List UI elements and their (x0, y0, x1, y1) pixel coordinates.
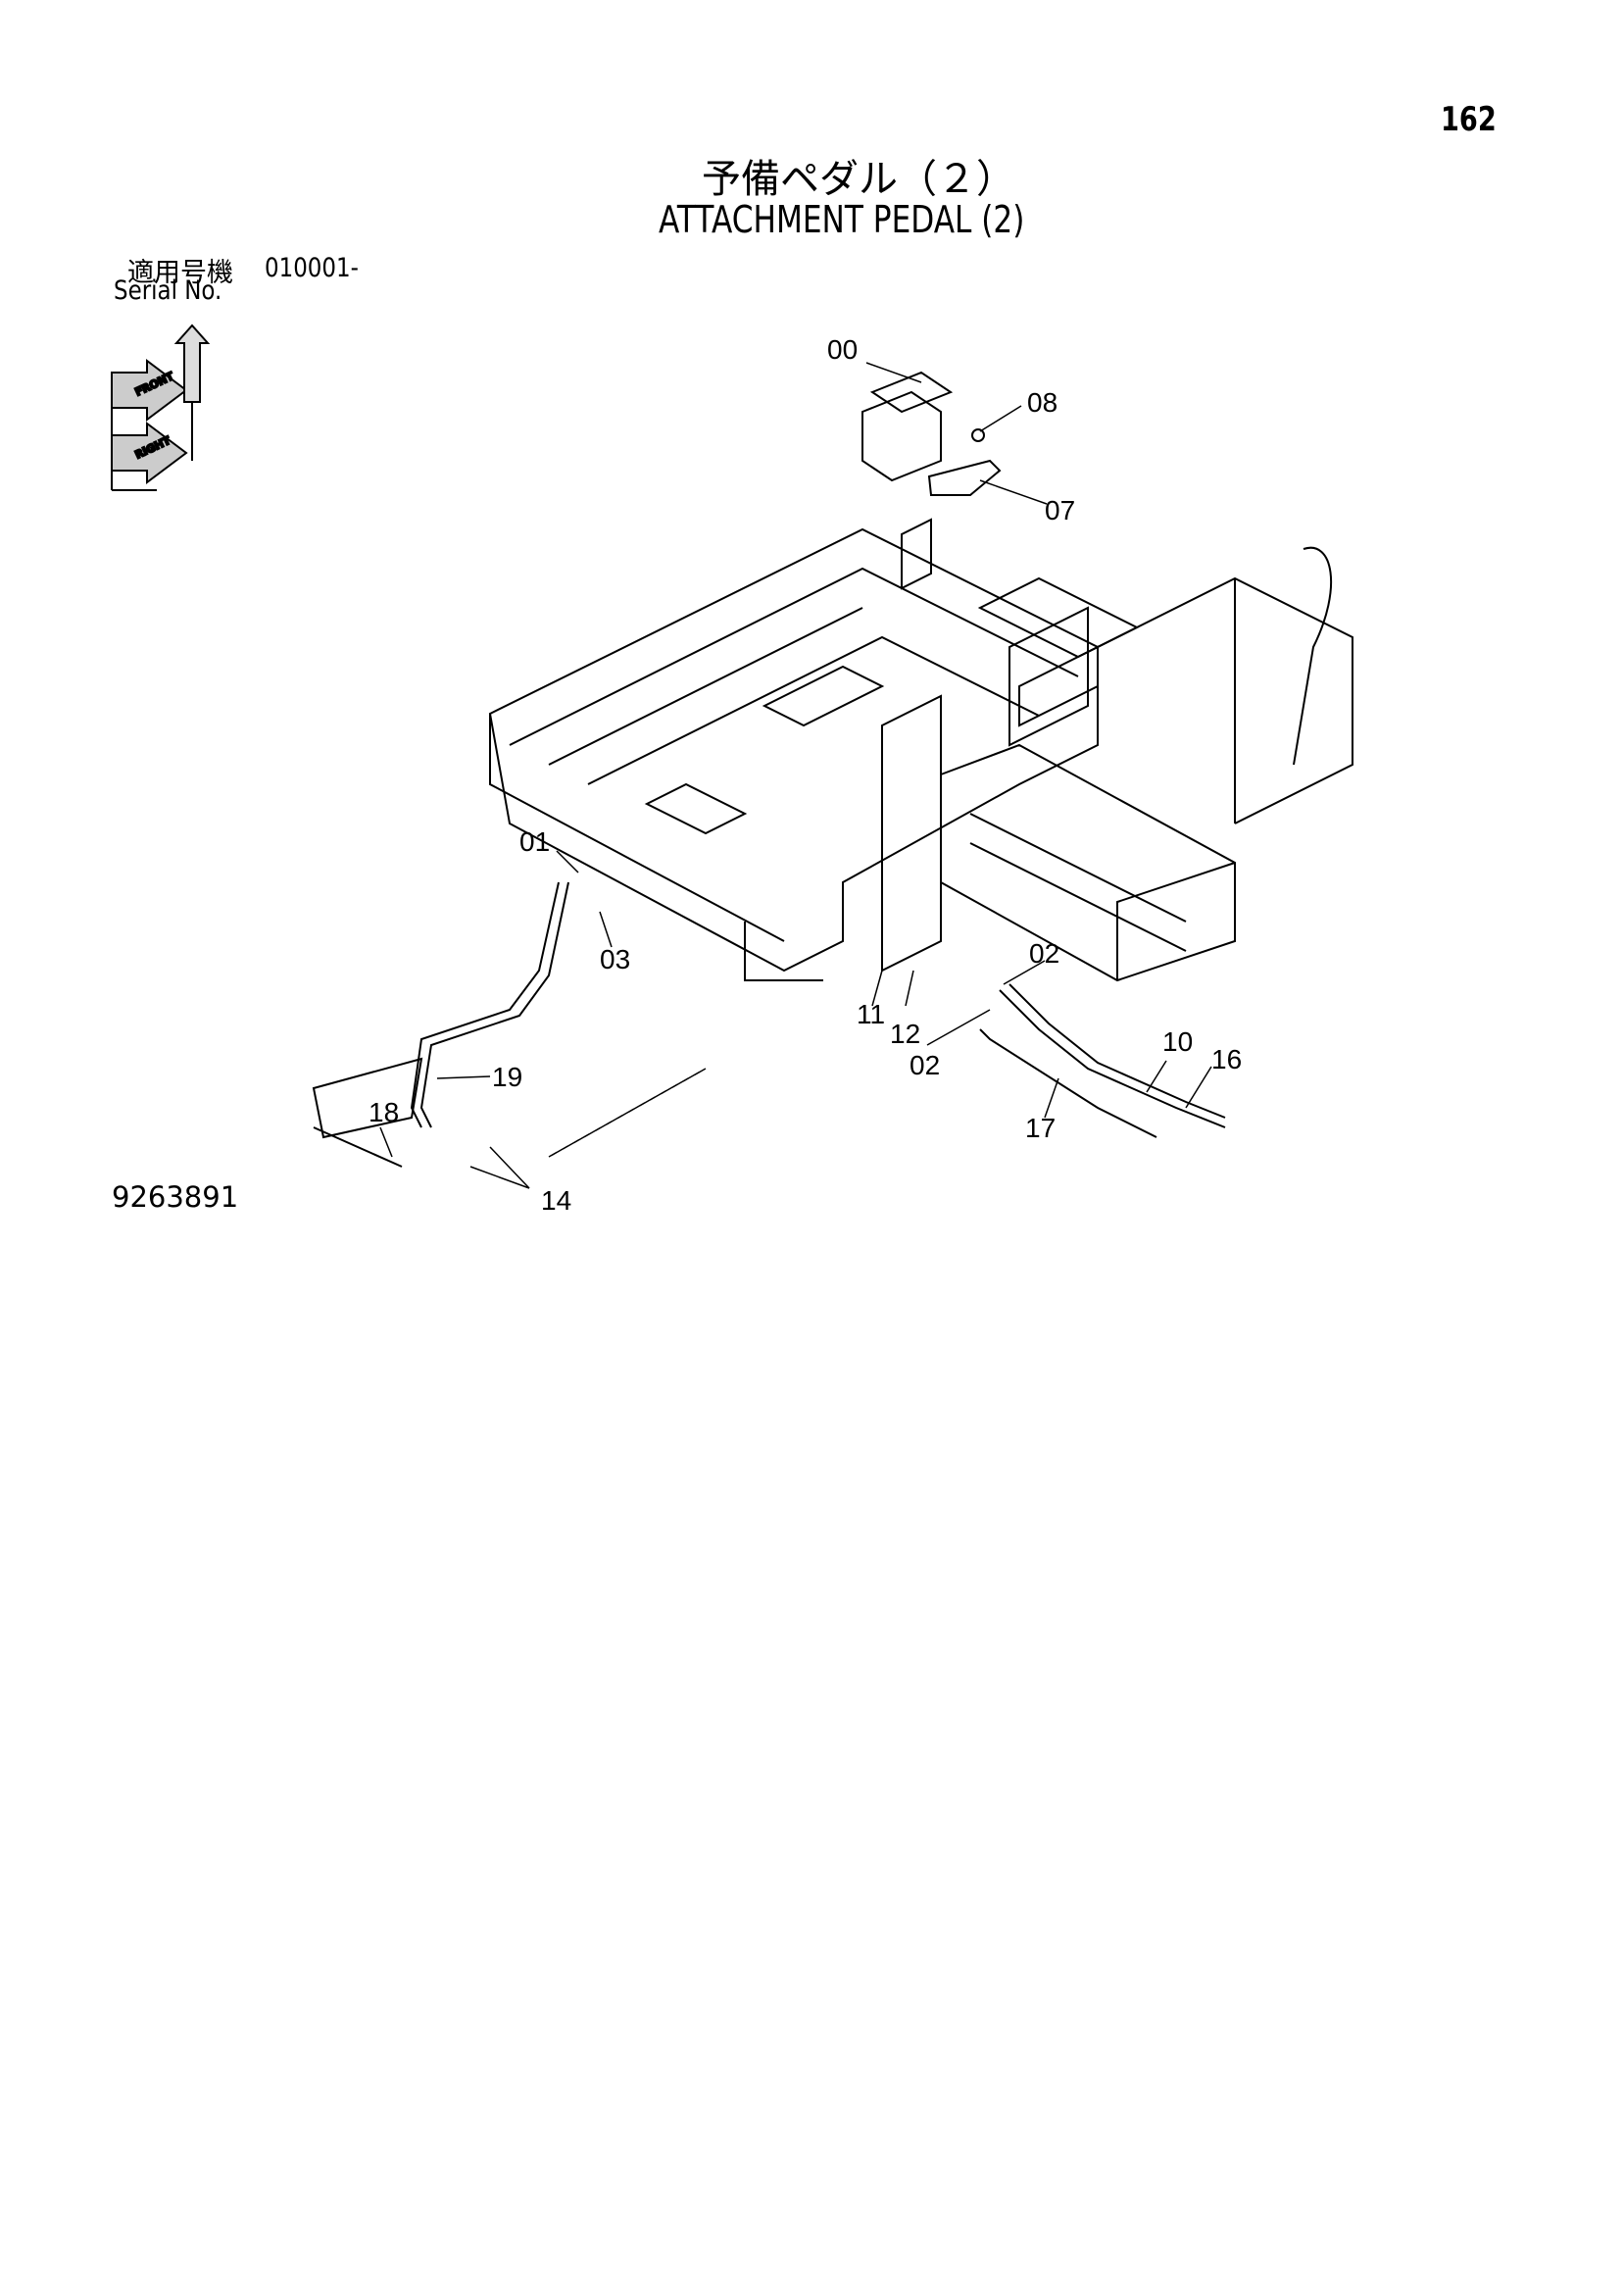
callout-02-bottom: 02 (910, 1050, 940, 1080)
leader-lines (379, 362, 1212, 1189)
hose-assemblies (312, 881, 1226, 1168)
orientation-icon: FRONT RIGHT (111, 324, 211, 491)
callout-08: 08 (1027, 387, 1057, 418)
drawing-number: 9263891 (112, 1180, 239, 1214)
callout-17: 17 (1025, 1113, 1056, 1143)
callout-14: 14 (541, 1185, 571, 1216)
serial-label-japanese: 適用号機 (127, 258, 233, 288)
serial-range: 010001- (265, 253, 359, 283)
callout-07: 07 (1045, 495, 1075, 525)
callout-12: 12 (890, 1019, 920, 1049)
callout-01: 01 (519, 826, 550, 857)
callout-10: 10 (1162, 1026, 1193, 1057)
serial-label-english: Serial No. (114, 275, 222, 306)
callout-02-top: 02 (1029, 938, 1059, 969)
callout-11: 11 (857, 999, 885, 1029)
callout-03: 03 (600, 944, 630, 974)
callout-16: 16 (1211, 1044, 1242, 1074)
callout-18: 18 (369, 1097, 399, 1127)
page-title-japanese: 予備ペダル（２） (702, 157, 1015, 202)
page-number: 162 (1441, 100, 1497, 139)
control-valve-block (940, 743, 1236, 982)
pedal-bracket (861, 371, 1002, 496)
callout-00: 00 (827, 334, 858, 365)
callout-19: 19 (492, 1062, 522, 1092)
cab-floor-frame (488, 518, 1353, 981)
page-title-english: ATTACHMENT PEDAL (2) (659, 198, 1025, 241)
